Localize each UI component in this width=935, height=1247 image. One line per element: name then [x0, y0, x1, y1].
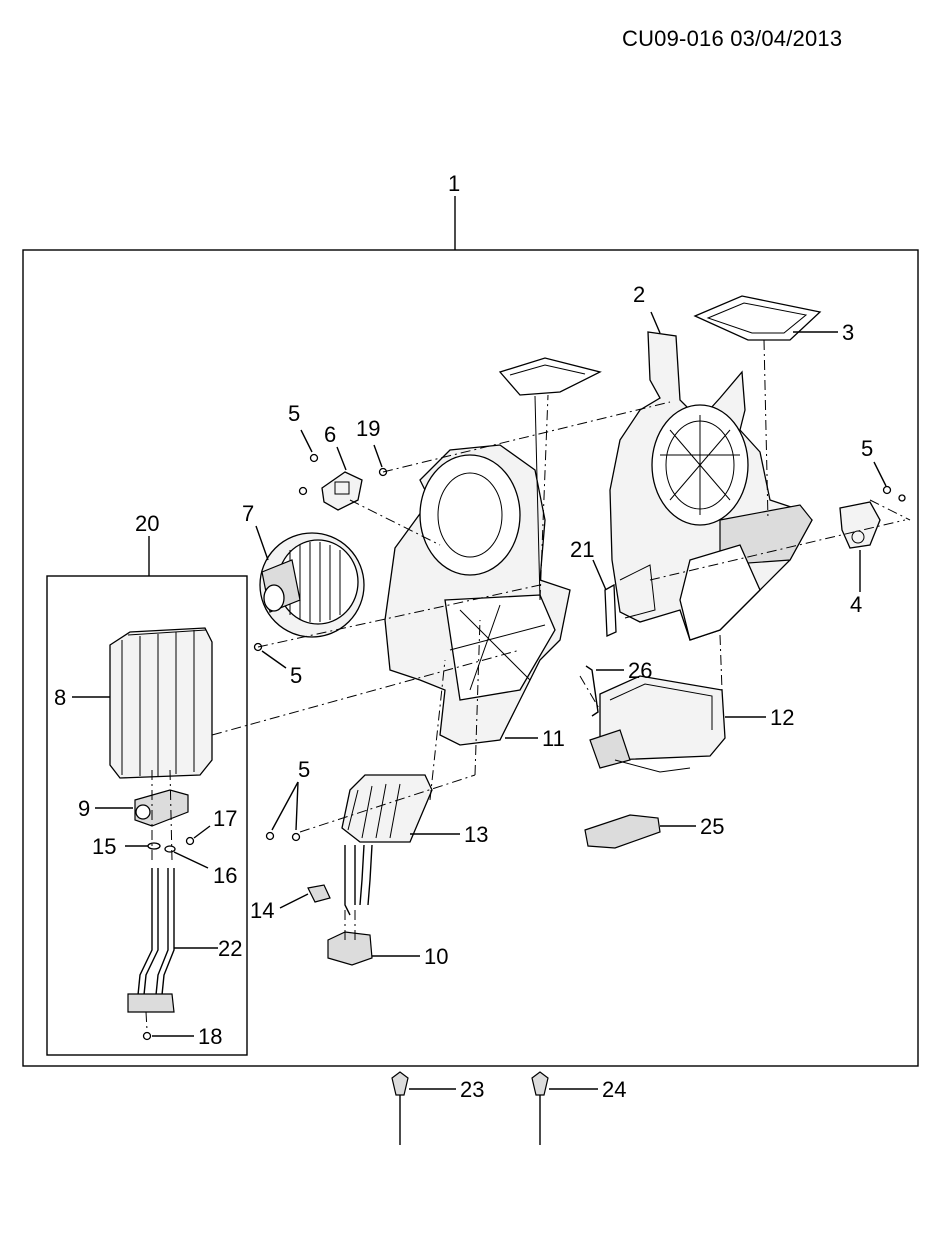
callout-12[interactable]: 12 [770, 705, 794, 730]
subassembly-frame-20 [46, 575, 248, 1056]
callout-20[interactable]: 20 [135, 511, 159, 536]
callout-10[interactable]: 10 [424, 944, 448, 969]
assembly-frame [22, 249, 919, 1067]
leader-5-middle [261, 650, 287, 669]
callout-5-middle[interactable]: 5 [290, 663, 302, 688]
part-13-heater-core[interactable] [341, 774, 433, 843]
part-3-gasket[interactable] [693, 295, 822, 341]
part-2-blower-housing[interactable] [609, 331, 813, 641]
part-25-cover[interactable] [584, 814, 661, 849]
callout-21[interactable]: 21 [570, 537, 594, 562]
callout-7[interactable]: 7 [242, 501, 254, 526]
callout-23[interactable]: 23 [460, 1077, 484, 1102]
leader-19 [373, 444, 383, 468]
part-21-seal-strip[interactable] [604, 583, 617, 637]
callout-22[interactable]: 22 [218, 936, 242, 961]
callout-19[interactable]: 19 [356, 416, 380, 441]
callout-18[interactable]: 18 [198, 1024, 222, 1049]
part-8-evaporator-core[interactable] [109, 627, 213, 779]
callout-15[interactable]: 15 [92, 834, 116, 859]
part-5-screws-bottom[interactable] [265, 831, 301, 842]
part-16-o-ring[interactable] [164, 845, 176, 853]
part-6-actuator[interactable] [321, 471, 363, 511]
callout-3[interactable]: 3 [842, 320, 854, 345]
part-15-o-ring[interactable] [147, 842, 161, 850]
part-12-filter-tray[interactable] [589, 675, 726, 773]
part-14-clip[interactable] [307, 884, 331, 903]
alignment-lines [145, 339, 911, 1031]
part-23-push-pin[interactable] [391, 1071, 409, 1145]
leader-5-top [300, 429, 313, 453]
part-24-push-pin[interactable] [531, 1071, 549, 1145]
leader-16 [173, 851, 209, 869]
part-7-blower-motor[interactable] [259, 532, 365, 638]
callout-24[interactable]: 24 [602, 1077, 626, 1102]
leader-7 [255, 525, 269, 561]
callout-13[interactable]: 13 [464, 822, 488, 847]
callout-5-top[interactable]: 5 [288, 401, 300, 426]
diagram-code-date: CU09-016 03/04/2013 [622, 26, 843, 51]
callout-8[interactable]: 8 [54, 685, 66, 710]
leader-6 [336, 446, 347, 471]
callout-6[interactable]: 6 [324, 422, 336, 447]
callout-1[interactable]: 1 [448, 171, 460, 196]
callout-5-right[interactable]: 5 [861, 436, 873, 461]
part-5-screw-top[interactable] [298, 453, 319, 496]
leader-5-bottom-a [271, 781, 299, 831]
callout-4[interactable]: 4 [850, 592, 862, 617]
leader-14 [279, 893, 309, 909]
callout-16[interactable]: 16 [213, 863, 237, 888]
leader-17 [193, 825, 211, 839]
leader-21 [592, 559, 607, 591]
part-9-expansion-valve[interactable] [134, 789, 189, 827]
part-10-pipe-block[interactable] [327, 844, 373, 966]
part-4-actuator[interactable] [839, 501, 881, 549]
part-26-clip[interactable] [585, 665, 599, 717]
part-5-screw-right[interactable] [882, 485, 906, 502]
part-11-blower-housing[interactable] [384, 357, 602, 746]
part-18-screw[interactable] [142, 1031, 152, 1041]
part-17-screw[interactable] [185, 836, 195, 846]
callout-9[interactable]: 9 [78, 796, 90, 821]
callout-5-bottom[interactable]: 5 [298, 757, 310, 782]
callout-26[interactable]: 26 [628, 658, 652, 683]
callout-25[interactable]: 25 [700, 814, 724, 839]
callout-14[interactable]: 14 [250, 898, 274, 923]
callout-17[interactable]: 17 [213, 806, 237, 831]
leader-5-right [873, 461, 887, 487]
leader-5-bottom-b [295, 781, 299, 831]
part-22-pipes[interactable] [127, 868, 175, 1013]
leader-2 [650, 311, 661, 334]
callout-11[interactable]: 11 [542, 726, 565, 751]
callout-2[interactable]: 2 [633, 282, 645, 307]
